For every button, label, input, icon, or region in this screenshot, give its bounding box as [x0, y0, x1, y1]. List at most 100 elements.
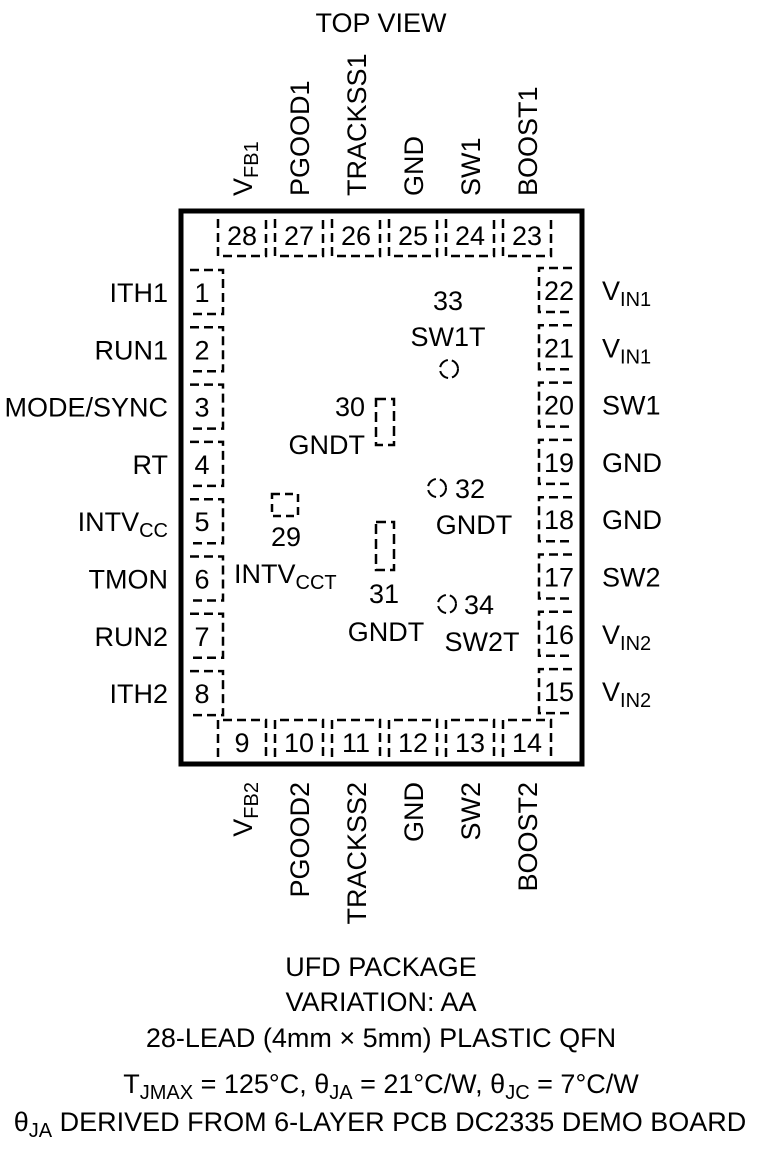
pin-label-boost1: BOOST1 [513, 86, 543, 196]
pin-label-gnd: GND [602, 448, 662, 478]
pad-number-30: 30 [335, 392, 365, 422]
pin-number-22: 22 [544, 276, 574, 306]
pin-label-rt: RT [132, 450, 168, 480]
pin-label-vin1: VIN1 [602, 333, 651, 368]
pin-label-vin2: VIN2 [602, 620, 651, 655]
pin-label-sw1: SW1 [456, 137, 486, 196]
thermal-spec-line: TJMAX = 125°C, θJA = 21°C/W, θJC = 7°C/W [123, 1069, 639, 1104]
title: TOP VIEW [315, 8, 447, 38]
left-pin-group: 1ITH12RUN13MODE/SYNC4RT5INTVCC6TMON7RUN2… [4, 268, 225, 717]
pin-number-12: 12 [398, 728, 428, 758]
pin-label-trackss2: TRACKSS2 [342, 782, 372, 925]
package-line-3: 28-LEAD (4mm × 5mm) PLASTIC QFN [146, 1023, 616, 1053]
pin-label-vin2: VIN2 [602, 677, 651, 712]
pin-label-vfb1: VFB1 [228, 141, 263, 196]
pin-label-vfb2: VFB2 [228, 782, 263, 837]
pin-pad-4 [190, 440, 225, 488]
pin-number-1: 1 [194, 278, 209, 308]
pad-number-29: 29 [271, 522, 301, 552]
pin-number-25: 25 [398, 221, 428, 251]
pad-marker-32 [427, 478, 447, 498]
pin-number-7: 7 [194, 622, 209, 652]
pin-number-19: 19 [544, 448, 574, 478]
pin-pad-15 [537, 667, 572, 715]
pin-label-pgood1: PGOOD1 [285, 80, 315, 196]
pin-number-28: 28 [227, 221, 257, 251]
pin-pad-5 [190, 497, 225, 545]
pin-number-18: 18 [544, 505, 574, 535]
pin-pad-18 [537, 495, 572, 543]
pin-pad-13 [444, 718, 496, 757]
pin-label-sw2: SW2 [456, 782, 486, 841]
pin-label-mode-sync: MODE/SYNC [4, 393, 168, 423]
pad-number-31: 31 [369, 579, 399, 609]
pin-pad-25 [387, 219, 439, 258]
pad-label-gndt-30: GNDT [289, 430, 366, 460]
pin-pad-16 [537, 610, 572, 658]
pin-pad-19 [537, 438, 572, 486]
pin-pad-20 [537, 381, 572, 428]
pin-label-trackss1: TRACKSS1 [342, 53, 372, 196]
pin-pad-26 [330, 219, 382, 258]
pin-label-ith2: ITH2 [109, 679, 168, 709]
pin-pad-3 [190, 383, 225, 430]
pin-pad-6 [190, 555, 225, 602]
pin-pad-1 [190, 268, 225, 316]
pin-label-gnd: GND [399, 136, 429, 196]
pin-pad-11 [330, 718, 382, 757]
pin-label-gnd: GND [399, 782, 429, 842]
pin-pad-12 [387, 718, 439, 757]
pin-pad-27 [273, 219, 325, 258]
pin-number-13: 13 [455, 728, 485, 758]
pin-label-intvcc: INTVCC [78, 507, 168, 542]
pin-number-23: 23 [512, 221, 542, 251]
pin-pad-21 [537, 324, 572, 371]
pad-number-33: 33 [433, 286, 463, 316]
pin-label-run2: RUN2 [94, 622, 168, 652]
pin-number-21: 21 [544, 333, 574, 363]
package-line-2: VARIATION: AA [285, 987, 476, 1017]
pin-label-gnd: GND [602, 505, 662, 535]
pin-number-10: 10 [284, 728, 314, 758]
pin-pad-9 [216, 718, 268, 757]
pin-number-9: 9 [234, 728, 249, 758]
pin-number-20: 20 [544, 391, 574, 421]
pin-pad-22 [537, 266, 572, 314]
bottom-pin-group: 9VFB210PGOOD211TRACKSS212GND13SW214BOOST… [216, 718, 553, 925]
pin-number-11: 11 [342, 728, 370, 758]
pad-marker-33 [439, 359, 459, 379]
thermal-derived-line: θJA DERIVED FROM 6-LAYER PCB DC2335 DEMO… [14, 1107, 747, 1142]
pin-label-pgood2: PGOOD2 [285, 782, 315, 898]
pin-label-tmon: TMON [89, 565, 168, 595]
pad-label-intvcct: INTVCCT [234, 559, 337, 594]
pin-pad-2 [190, 326, 225, 373]
pin-pad-28 [216, 219, 268, 258]
exposed-pad-group: 33 SW1T 30 GNDT 32 GNDT 29 INTVCCT 31 GN… [234, 286, 520, 657]
pad-marker-34 [437, 594, 457, 614]
pin-number-15: 15 [544, 677, 574, 707]
pin-number-4: 4 [194, 450, 209, 480]
pad-marker-29 [270, 492, 300, 518]
pad-number-32: 32 [455, 474, 485, 504]
pin-label-run1: RUN1 [94, 335, 168, 365]
pin-number-26: 26 [341, 221, 371, 251]
pin-label-boost2: BOOST2 [513, 782, 543, 892]
pin-pad-23 [501, 219, 553, 258]
pad-number-34: 34 [464, 590, 494, 620]
pad-marker-30 [374, 397, 396, 447]
pad-label-sw2t: SW2T [444, 627, 519, 657]
pin-pad-14 [501, 718, 553, 757]
package-line-1: UFD PACKAGE [285, 952, 477, 982]
pad-label-sw1t: SW1T [410, 322, 485, 352]
pad-marker-31 [374, 520, 396, 572]
pin-number-17: 17 [544, 563, 574, 593]
package-body [178, 208, 585, 767]
pin-pad-24 [444, 219, 496, 258]
pin-pad-17 [537, 553, 572, 600]
pin-label-sw2: SW2 [602, 563, 661, 593]
pin-number-16: 16 [544, 620, 574, 650]
pin-pad-10 [273, 718, 325, 757]
pin-pad-7 [190, 612, 225, 660]
